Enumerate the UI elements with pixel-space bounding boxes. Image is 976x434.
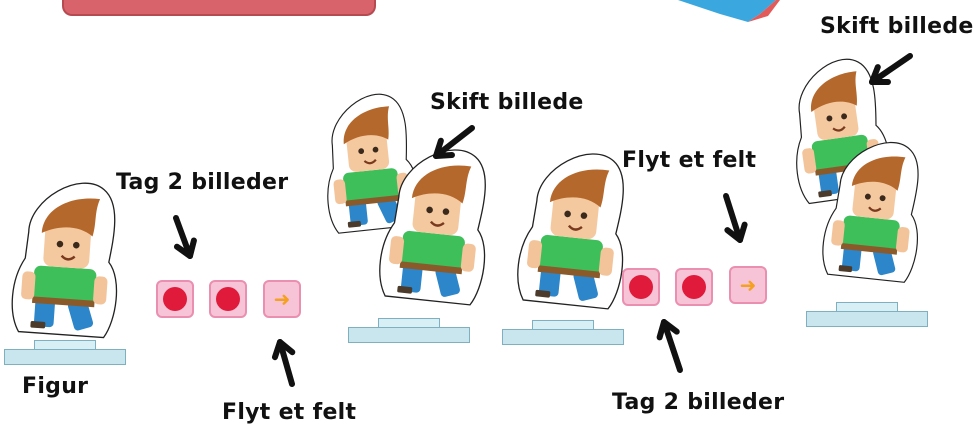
figure-base-2-plate bbox=[348, 327, 470, 343]
red-dot-card bbox=[622, 268, 660, 306]
pointer-arrow-icon bbox=[726, 196, 745, 240]
pointer-arrow-icon bbox=[872, 56, 910, 82]
pointer-arrow-icon bbox=[660, 322, 680, 370]
figure-cutout-icon bbox=[515, 147, 634, 310]
label-skift-billede-b: Skift billede bbox=[820, 14, 974, 39]
red-dot-card bbox=[209, 280, 247, 318]
label-skift-billede-a: Skift billede bbox=[430, 90, 584, 115]
figure-cutout-icon bbox=[10, 179, 124, 339]
right-arrow-icon: ➜ bbox=[274, 289, 291, 309]
pointer-arrow-icon bbox=[275, 342, 292, 384]
label-tag-2-billeder-b: Tag 2 billeder bbox=[612, 390, 784, 415]
red-dot-icon bbox=[629, 275, 653, 299]
red-dot-icon bbox=[682, 275, 706, 299]
label-flyt-et-felt-b: Flyt et felt bbox=[622, 148, 756, 173]
pointer-arrow-icon bbox=[176, 218, 194, 256]
red-dot-card bbox=[675, 268, 713, 306]
red-dot-icon bbox=[216, 287, 240, 311]
right-arrow-card: ➜ bbox=[263, 280, 301, 318]
label-figur: Figur bbox=[22, 374, 88, 399]
figure-base-3-plate bbox=[502, 329, 624, 345]
figure-base-1-plate bbox=[4, 349, 126, 365]
figure-base-4-plate bbox=[806, 311, 928, 327]
label-flyt-et-felt-a: Flyt et felt bbox=[222, 400, 356, 425]
red-dot-icon bbox=[163, 287, 187, 311]
right-arrow-card: ➜ bbox=[729, 266, 767, 304]
right-arrow-icon: ➜ bbox=[740, 275, 757, 295]
red-dot-card bbox=[156, 280, 194, 318]
label-tag-2-billeder-a: Tag 2 billeder bbox=[116, 170, 288, 195]
